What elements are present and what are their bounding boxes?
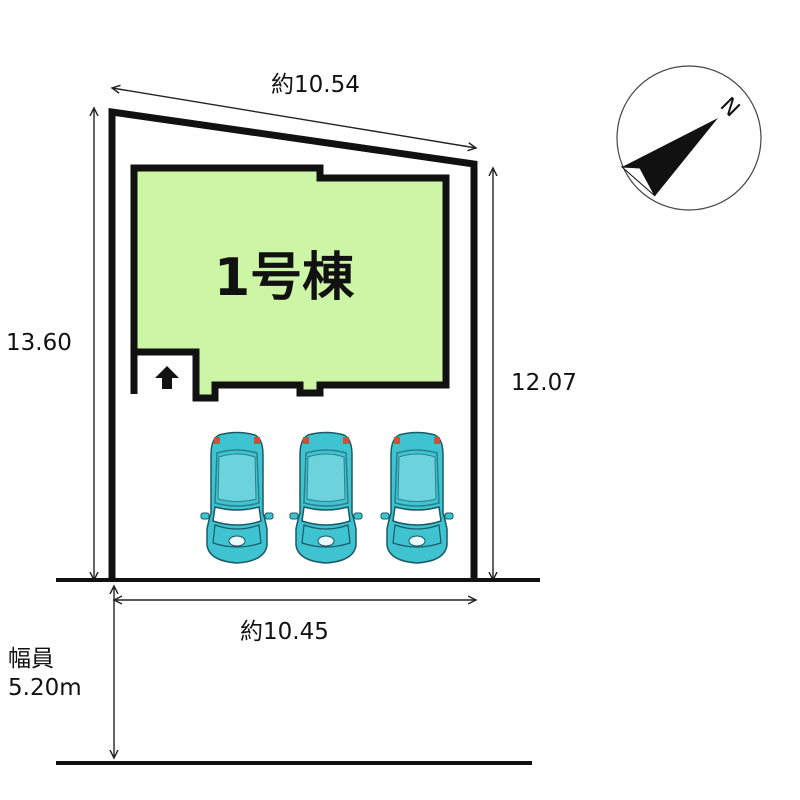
dimension-line-top (112, 88, 476, 148)
dimension-label-top: 約10.54 (271, 72, 360, 98)
dimension-label-bottom: 約10.45 (240, 619, 329, 645)
lot-boundary (108, 107, 478, 578)
car-icon (200, 431, 274, 564)
building-footprint (130, 164, 450, 402)
compass-needle-icon (622, 118, 718, 196)
road-width-label: 幅員 5.20m (8, 645, 82, 703)
building-label: 1号棟 (214, 248, 355, 308)
car-icon (380, 431, 454, 564)
car-icon (289, 431, 363, 564)
dimension-label-right: 12.07 (511, 370, 577, 396)
road-width-value: 5.20m (8, 674, 82, 701)
road-label: 幅員 (8, 646, 54, 672)
compass (616, 65, 762, 211)
up-arrow-icon (155, 366, 179, 389)
dimension-label-left: 13.60 (6, 330, 72, 356)
